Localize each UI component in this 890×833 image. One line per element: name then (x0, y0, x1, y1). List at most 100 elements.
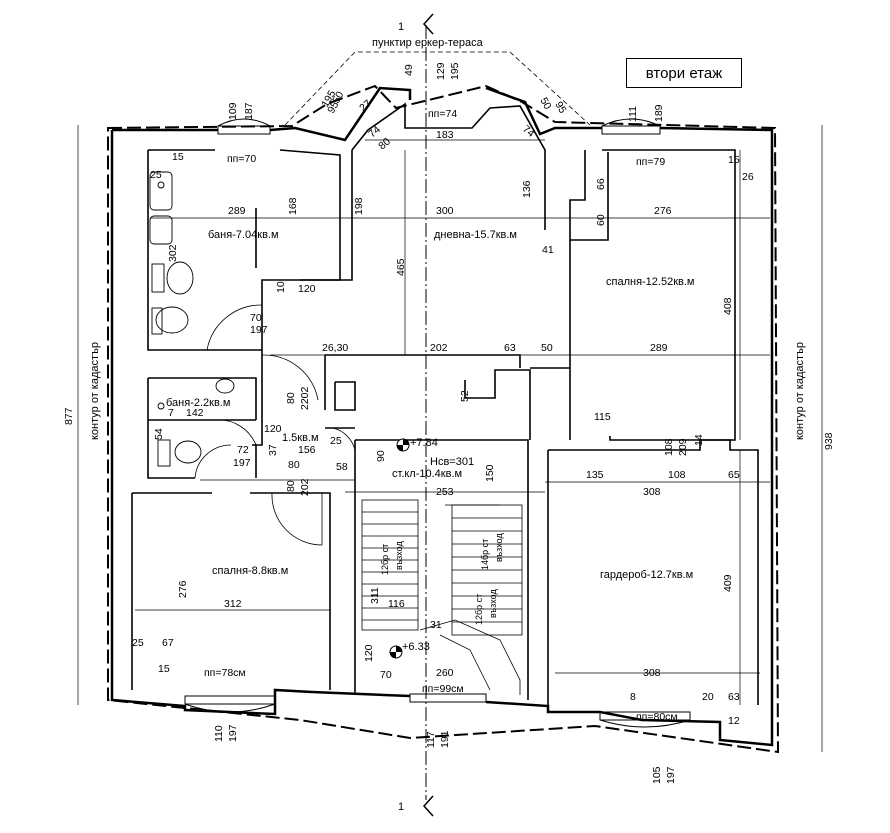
svg-text:пп=70: пп=70 (227, 153, 256, 165)
svg-text:60: 60 (595, 214, 607, 226)
svg-text:25: 25 (150, 169, 162, 181)
svg-text:105: 105 (651, 766, 663, 784)
level-marker-lower (389, 645, 403, 659)
section-mark-bottom: 1 (398, 801, 404, 813)
svg-text:108: 108 (668, 469, 686, 481)
stair-flight-b: 14бр ст (480, 539, 490, 570)
svg-text:150: 150 (484, 464, 496, 482)
svg-text:14: 14 (693, 434, 705, 446)
svg-text:26: 26 (742, 171, 754, 183)
svg-text:276: 276 (177, 580, 189, 598)
room-label-wardrobe: гардероб-12.7кв.м (600, 569, 693, 581)
svg-text:877: 877 (63, 407, 75, 425)
svg-text:63: 63 (728, 691, 740, 703)
svg-text:54: 54 (153, 428, 165, 440)
svg-text:209: 209 (677, 438, 689, 456)
svg-text:95: 95 (325, 99, 341, 115)
svg-text:115: 115 (594, 411, 611, 423)
svg-text:202: 202 (299, 478, 311, 496)
svg-text:80: 80 (285, 480, 297, 492)
svg-text:2202: 2202 (299, 386, 311, 410)
room-label-wc: 1.5кв.м (282, 432, 319, 444)
cadastre-label-right: контур от кадастър (794, 342, 806, 440)
cadastre-label-left: контур от кадастър (89, 342, 101, 440)
svg-text:197: 197 (233, 457, 251, 469)
room-label-bath2: баня-2.2кв.м (166, 397, 230, 409)
svg-text:66: 66 (595, 178, 607, 190)
room-label-stair: ст.кл-10.4кв.м (392, 468, 462, 480)
dimension-texts: 877 938 109 187 111 189 49 129 195 195 9… (63, 62, 835, 784)
svg-text:312: 312 (224, 598, 242, 610)
svg-text:74: 74 (520, 123, 537, 140)
section-mark-top: 1 (398, 21, 404, 33)
svg-text:пп=79: пп=79 (636, 156, 665, 168)
room-label-bath1: баня-7.04кв.м (208, 229, 279, 241)
svg-text:195: 195 (449, 62, 461, 80)
svg-text:156: 156 (298, 444, 316, 456)
stair-dir-b: възход (494, 533, 504, 562)
svg-text:135: 135 (586, 469, 604, 481)
svg-text:74: 74 (366, 123, 383, 140)
svg-text:111: 111 (627, 106, 639, 122)
sanitary-fixtures (149, 171, 235, 467)
svg-text:7: 7 (168, 407, 174, 419)
svg-text:260: 260 (436, 667, 454, 679)
svg-text:50: 50 (537, 96, 553, 112)
interior-walls (131, 102, 759, 705)
svg-text:25: 25 (132, 637, 144, 649)
svg-text:пп=99см: пп=99см (422, 683, 464, 695)
svg-text:12: 12 (728, 715, 740, 727)
svg-text:300: 300 (436, 205, 454, 217)
svg-text:пп=74: пп=74 (428, 108, 457, 120)
svg-text:197: 197 (665, 766, 677, 784)
svg-text:63: 63 (504, 342, 516, 354)
svg-text:308: 308 (643, 667, 661, 679)
exterior-walls (110, 86, 774, 747)
svg-text:116: 116 (388, 598, 405, 610)
svg-text:10: 10 (275, 281, 287, 293)
svg-text:409: 409 (722, 574, 734, 592)
svg-text:308: 308 (643, 486, 661, 498)
svg-text:191: 191 (439, 730, 451, 748)
svg-text:129: 129 (435, 62, 447, 80)
svg-text:50: 50 (541, 342, 553, 354)
svg-text:58: 58 (336, 461, 348, 473)
svg-text:142: 142 (186, 407, 204, 419)
svg-text:197: 197 (250, 324, 268, 336)
level-marker-upper (396, 438, 410, 452)
svg-text:80: 80 (376, 135, 393, 152)
level-lower: +6.33 (402, 641, 430, 653)
svg-text:67: 67 (162, 637, 174, 649)
svg-text:70: 70 (380, 669, 392, 681)
svg-text:8: 8 (630, 691, 636, 703)
section-arrow-bottom (422, 795, 434, 817)
svg-text:109: 109 (227, 102, 239, 120)
door-swings (194, 304, 356, 546)
terrace-outline (284, 51, 591, 126)
svg-text:пп=78см: пп=78см (204, 667, 246, 679)
room-label-living: дневна-15.7кв.м (434, 229, 517, 241)
svg-text:41: 41 (542, 244, 554, 256)
svg-text:302: 302 (167, 244, 179, 262)
section-arrow-top (422, 13, 434, 35)
svg-text:276: 276 (654, 205, 672, 217)
svg-text:117: 117 (425, 731, 437, 748)
stair-dir-c: възход (488, 589, 498, 618)
svg-text:289: 289 (650, 342, 668, 354)
stair-treads (361, 499, 523, 695)
svg-text:25: 25 (330, 435, 342, 447)
room-label-bed2: спалня-8.8кв.м (212, 565, 288, 577)
stair-dir-a: възход (394, 541, 404, 570)
stair-flight-a: 12бр ст (380, 544, 390, 575)
svg-text:187: 187 (243, 102, 255, 120)
svg-text:408: 408 (722, 297, 734, 315)
svg-text:189: 189 (653, 104, 665, 122)
svg-text:253: 253 (436, 486, 454, 498)
svg-text:202: 202 (430, 342, 448, 354)
svg-text:15: 15 (728, 154, 740, 166)
svg-text:198: 198 (353, 197, 365, 215)
floor-title: втори етаж (626, 58, 742, 88)
svg-text:183: 183 (436, 129, 454, 141)
svg-text:50: 50 (330, 89, 346, 105)
